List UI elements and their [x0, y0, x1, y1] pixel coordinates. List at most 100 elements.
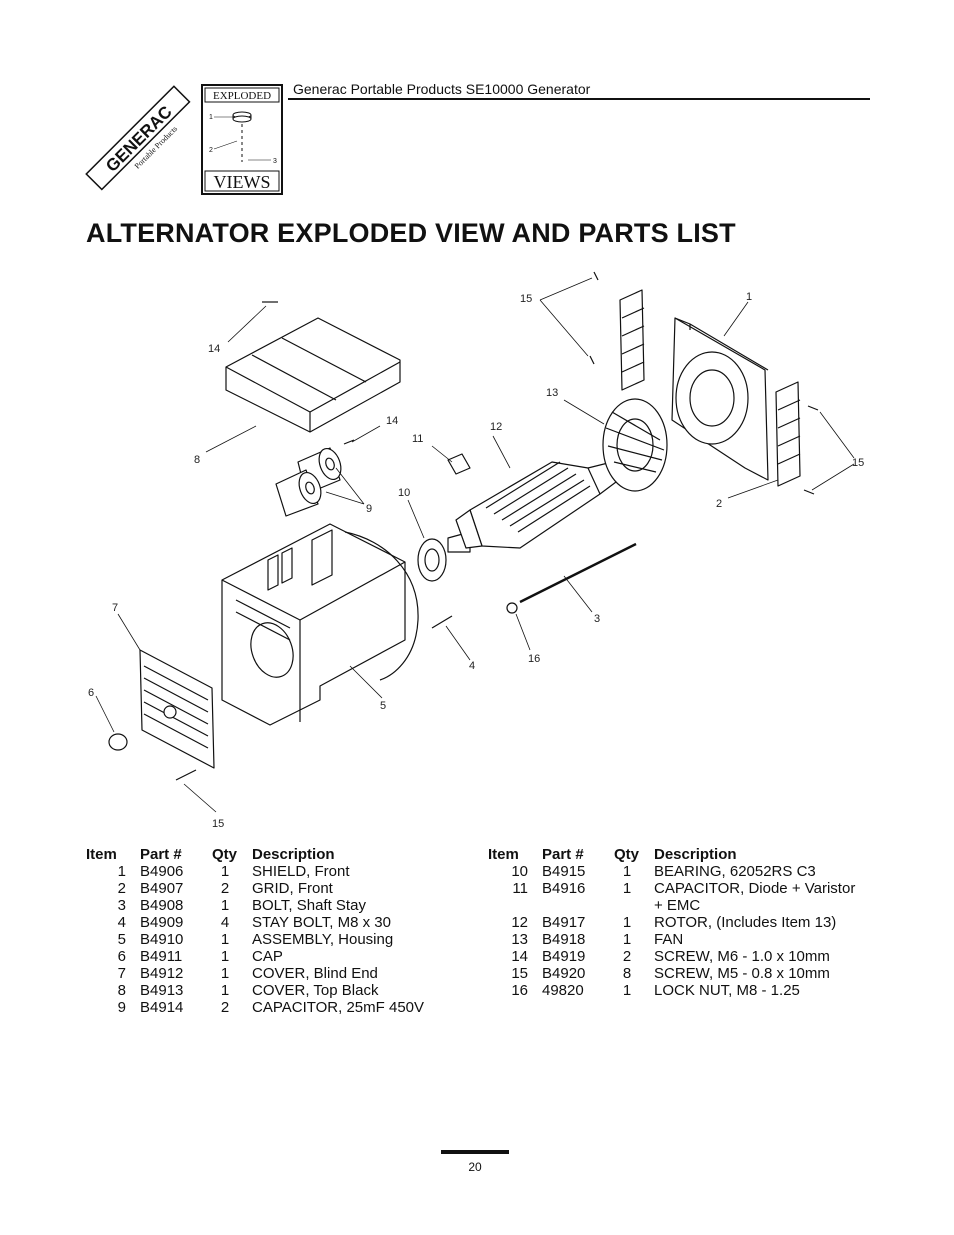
cell-description: SHIELD, Front [252, 863, 350, 880]
grid-front-drawing [619, 289, 801, 487]
cell-item: 7 [117, 965, 126, 982]
callout-15-right: 15 [852, 457, 864, 469]
cell-part: B4910 [140, 931, 184, 948]
callout-14-top: 14 [208, 343, 220, 355]
cell-item: 5 [117, 931, 126, 948]
callout-15-bottom: 15 [212, 818, 224, 830]
callout-14-side: 14 [386, 415, 398, 427]
callout-15-top: 15 [520, 293, 532, 305]
cell-qty: 1 [622, 931, 632, 948]
alternator-exploded-diagram: 15 1 14 13 12 11 14 8 15 10 9 2 7 3 4 16… [88, 271, 864, 830]
blind-end-cover-drawing [139, 649, 215, 769]
cell-part: B4919 [542, 948, 586, 965]
diode-capacitor-drawing [447, 453, 471, 475]
screw-15-mid-drawing [589, 355, 595, 365]
badge-number-1: 1 [209, 114, 213, 121]
header-item: Item [488, 846, 519, 863]
cell-description: FAN [654, 931, 684, 948]
cell-qty: 1 [622, 914, 632, 931]
cell-qty: 1 [220, 965, 230, 982]
cell-description: CAP [252, 948, 283, 965]
document-header: Generac Portable Products SE10000 Genera… [293, 81, 591, 97]
cell-qty: 4 [220, 914, 230, 931]
screw-15-top-drawing [593, 271, 599, 281]
cell-item: 10 [511, 863, 528, 880]
cell-part: B4909 [140, 914, 184, 931]
badge-number-2: 2 [209, 147, 213, 154]
exploded-views-badge: EXPLODED 1 2 3 VIEWS [201, 84, 283, 195]
cell-description: BEARING, 62052RS C3 [654, 863, 816, 880]
cell-item [488, 897, 542, 914]
callout-6: 6 [88, 687, 94, 699]
header-part: Part # [140, 846, 182, 863]
cell-item: 13 [511, 931, 528, 948]
cell-qty: 1 [220, 897, 230, 914]
capacitors-drawing [275, 447, 342, 517]
cell-part: B4915 [542, 863, 586, 880]
stay-bolt-drawing [431, 615, 453, 629]
page-number: 20 [468, 1160, 482, 1174]
cell-item: 9 [117, 999, 126, 1016]
cell-description: BOLT, Shaft Stay [252, 897, 366, 914]
top-cover-drawing [225, 317, 401, 433]
header-description: Description [252, 846, 335, 863]
header-part: Part # [542, 846, 584, 863]
cell-item: 15 [511, 965, 528, 982]
cell-item: 6 [117, 948, 126, 965]
shaft-stay-bolt-drawing [519, 542, 637, 604]
cell-qty: 2 [220, 880, 230, 897]
callout-9: 9 [366, 503, 372, 515]
header-qty: Qty [614, 846, 640, 863]
cell-qty: 1 [220, 948, 230, 965]
table-row: + EMC [488, 897, 855, 914]
cell-description: + EMC [654, 897, 701, 914]
cell-part: B4908 [140, 897, 184, 914]
cell-item: 14 [511, 948, 528, 965]
cell-part: B4920 [542, 965, 586, 982]
cell-qty: 1 [220, 931, 230, 948]
callout-13: 13 [546, 387, 558, 399]
cell-description: SCREW, M5 - 0.8 x 10mm [654, 965, 830, 982]
cell-item: 11 [512, 880, 528, 897]
cell-item: 16 [511, 982, 528, 999]
screw-15-bottom-drawing [175, 769, 197, 781]
cell-part [542, 897, 614, 914]
cap-drawing [108, 733, 128, 751]
cell-description: SCREW, M6 - 1.0 x 10mm [654, 948, 830, 965]
parts-table-right: Item Part # Qty Description 10 B4915 1 BEAR… [488, 846, 855, 999]
header-rule [288, 98, 870, 100]
callout-11: 11 [412, 433, 423, 445]
header-description: Description [654, 846, 737, 863]
callout-2: 2 [716, 498, 722, 510]
callout-16: 16 [528, 653, 540, 665]
exploded-views-badge-art: EXPLODED 1 2 3 VIEWS [204, 87, 280, 192]
callout-8: 8 [194, 454, 200, 466]
cell-item: 4 [117, 914, 126, 931]
lock-nut-drawing [506, 602, 518, 614]
cell-description: CAPACITOR, 25mF 450V [252, 999, 425, 1016]
callout-12: 12 [490, 421, 502, 433]
cell-part: B4913 [140, 982, 184, 999]
cell-part: B4916 [542, 880, 586, 897]
cell-part: B4906 [140, 863, 184, 880]
front-shield-drawing [671, 317, 769, 481]
cell-description: LOCK NUT, M8 - 1.25 [654, 982, 800, 999]
page-title: ALTERNATOR EXPLODED VIEW AND PARTS LIST [86, 218, 736, 248]
callout-10: 10 [398, 487, 410, 499]
cell-description: COVER, Blind End [252, 965, 378, 982]
cell-item: 2 [117, 880, 126, 897]
cell-part: B4912 [140, 965, 184, 982]
cell-qty: 1 [622, 982, 632, 999]
cell-part: B4917 [542, 914, 586, 931]
cell-part: B4907 [140, 880, 184, 897]
cell-description: STAY BOLT, M8 x 30 [252, 914, 391, 931]
header-item: Item [86, 846, 117, 863]
cell-item: 8 [117, 982, 126, 999]
